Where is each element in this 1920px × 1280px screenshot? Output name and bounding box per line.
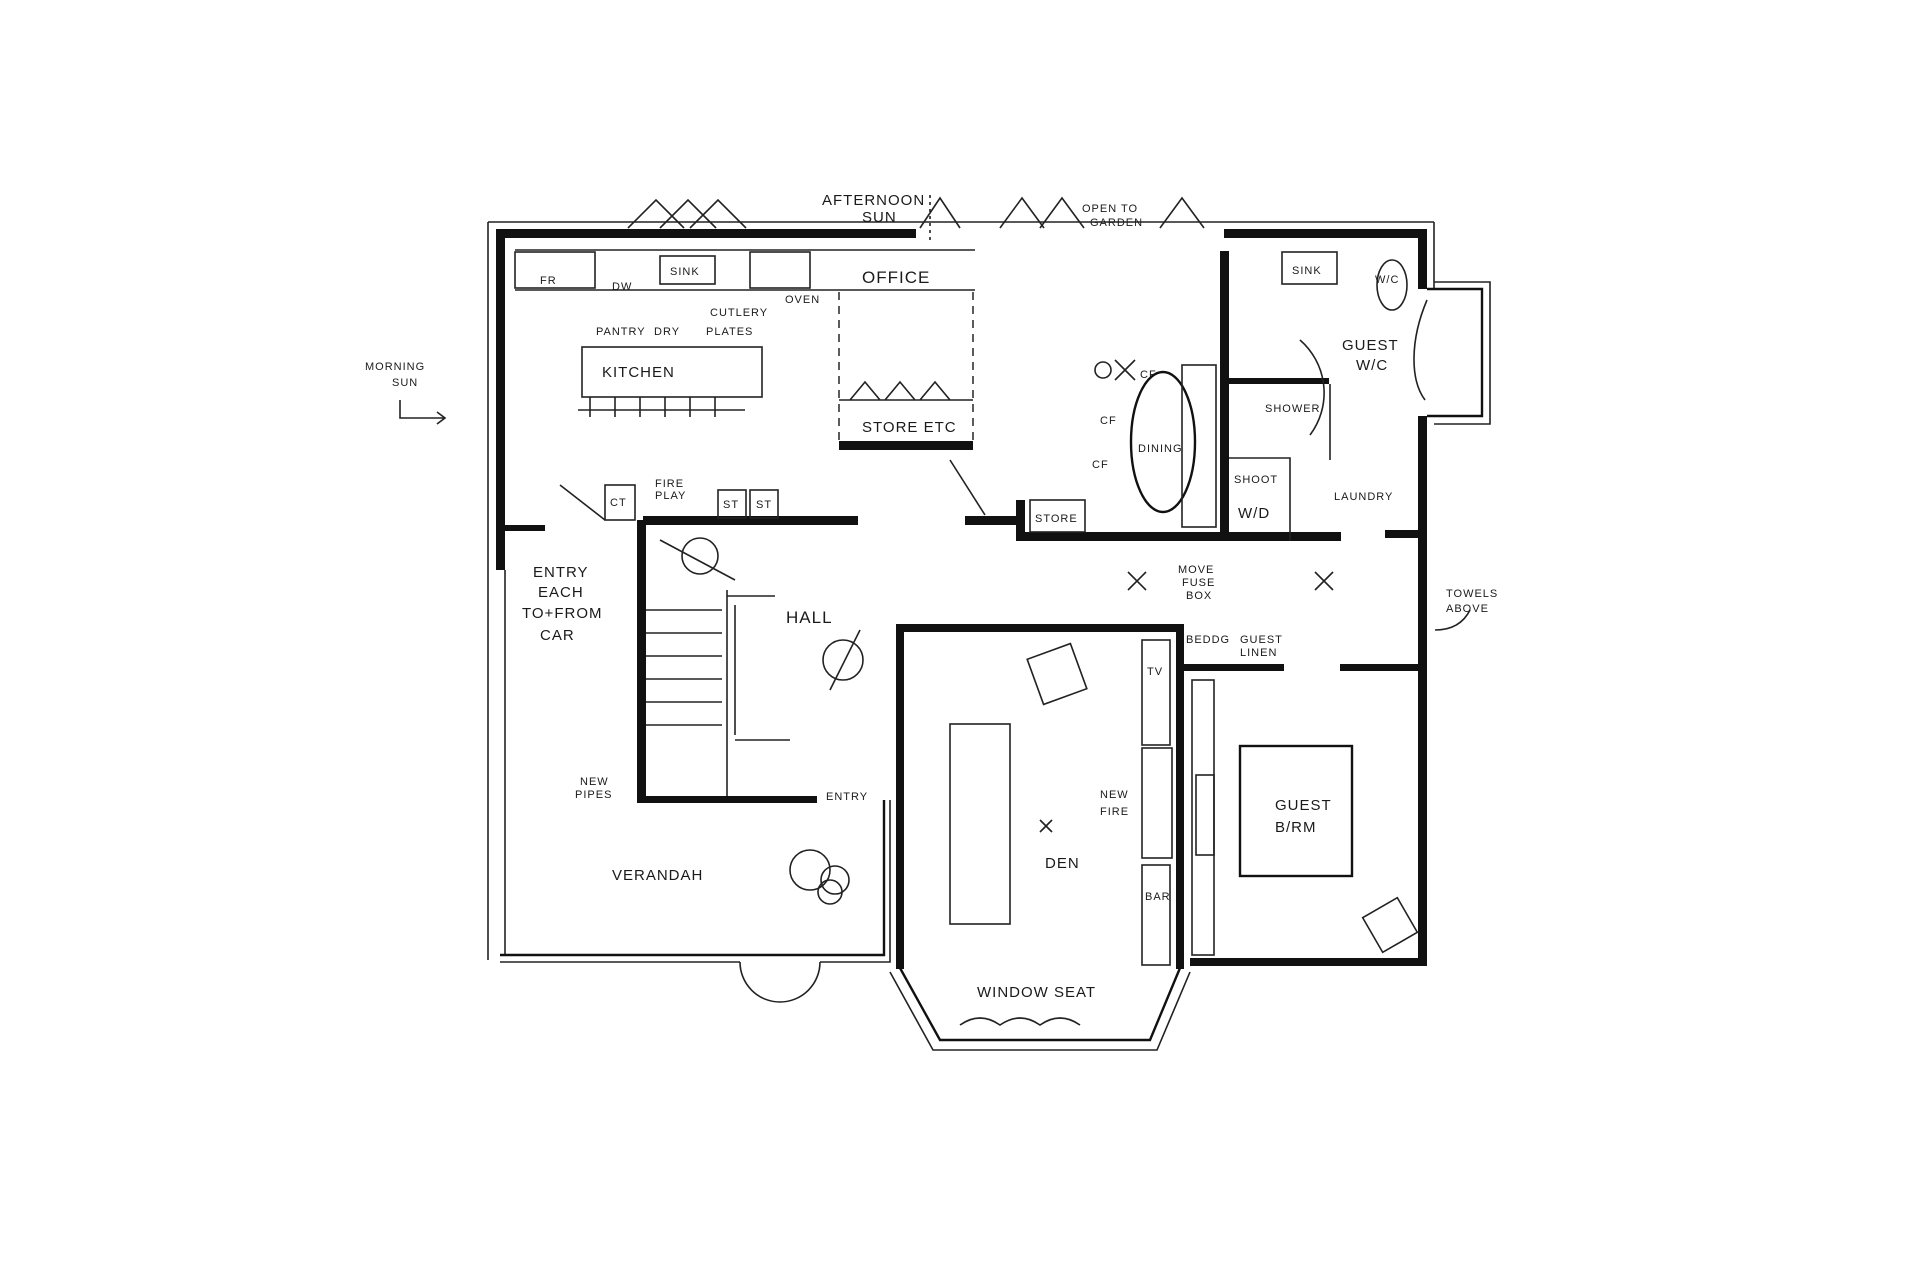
room-label-window-seat: WINDOW SEAT <box>977 984 1096 1001</box>
dining-furniture <box>1029 361 1217 533</box>
fixture-label-ct: CT <box>610 497 627 509</box>
entry-note-2: EACH <box>538 584 584 601</box>
entry-note-4: CAR <box>540 627 575 644</box>
open-to-garden-label-2: GARDEN <box>1090 217 1143 229</box>
fixture-label-cf-1: CF <box>1140 369 1157 381</box>
room-label-guest-linen: GUEST <box>1240 634 1283 646</box>
interior-walls <box>505 251 1427 1051</box>
fixture-label-wc-sink: SINK <box>1292 265 1322 277</box>
fixture-label-dry: DRY <box>654 326 680 338</box>
room-label-entry: ENTRY <box>826 791 868 803</box>
room-label-office: OFFICE <box>862 268 930 287</box>
room-label-guest-wc-2: W/C <box>1356 357 1388 374</box>
fixture-label-new-fire-2: FIRE <box>1100 806 1129 818</box>
fixture-label-bedding: BEDDG <box>1186 634 1230 646</box>
fixture-label-bar: BAR <box>1145 891 1171 903</box>
fixture-label-chute: SHOOT <box>1234 474 1278 486</box>
bathroom-fixtures <box>1281 251 1428 436</box>
room-label-store: STORE ETC <box>862 419 957 436</box>
fixture-label-oven: OVEN <box>785 294 820 306</box>
fixture-labels: FR DW SINK OVEN CUTLERY PANTRY DRY PLATE… <box>540 265 1399 903</box>
fixture-label-fire-play-2: PLAY <box>655 490 686 502</box>
entry-note-1: ENTRY <box>533 564 589 581</box>
fixture-label-cutlery: CUTLERY <box>710 307 768 319</box>
annotation-labels: AFTERNOON SUN OPEN TO GARDEN MORNING SUN… <box>365 192 1498 801</box>
fixture-label-tv: TV <box>1147 666 1163 678</box>
fixture-label-sink: SINK <box>670 266 700 278</box>
room-label-laundry: LAUNDRY <box>1334 491 1393 503</box>
staircase <box>646 537 864 796</box>
fixture-label-st-1: ST <box>723 499 739 511</box>
fixture-label-new-fire: NEW <box>1100 789 1129 801</box>
fixture-label-dishwasher: DW <box>612 281 632 293</box>
new-pipes-label-2: PIPES <box>575 789 612 801</box>
fixture-label-fridge: FR <box>540 275 557 287</box>
room-label-guest-linen-2: LINEN <box>1240 647 1277 659</box>
morning-sun-arrow-icon <box>399 400 447 425</box>
room-label-hall: HALL <box>786 608 833 627</box>
light-fixture-icons <box>789 359 1334 905</box>
room-label-shower: SHOWER <box>1265 403 1321 415</box>
room-label-den: DEN <box>1045 855 1080 872</box>
room-label-verandah: VERANDAH <box>612 867 703 884</box>
open-to-garden-label: OPEN TO <box>1082 203 1138 215</box>
fixture-label-plates: PLATES <box>706 326 753 338</box>
fixture-label-cf-3: CF <box>1092 459 1109 471</box>
room-label-guest-bedroom: GUEST <box>1275 797 1332 814</box>
room-label-dining: DINING <box>1138 443 1183 455</box>
fixture-label-pantry: PANTRY <box>596 326 646 338</box>
room-label-kitchen: KITCHEN <box>602 364 675 381</box>
morning-sun-label: MORNING <box>365 361 425 373</box>
entry-note-3: TO+FROM <box>522 605 602 622</box>
towels-above-label: TOWELS <box>1446 588 1498 600</box>
move-fuse-box-label-3: BOX <box>1186 590 1212 602</box>
exterior-walls <box>487 221 1491 1003</box>
towels-leader-icon <box>1434 609 1471 631</box>
afternoon-sun-label: AFTERNOON <box>822 192 925 209</box>
morning-sun-label-2: SUN <box>392 377 418 389</box>
den-furniture <box>949 639 1173 1026</box>
fixture-label-cf-2: CF <box>1100 415 1117 427</box>
fixture-label-wc: W/C <box>1375 274 1399 286</box>
new-pipes-label: NEW <box>580 776 609 788</box>
move-fuse-box-label: MOVE <box>1178 564 1214 576</box>
top-windows <box>627 195 1205 240</box>
room-labels: KITCHEN OFFICE STORE ETC DINING GUEST W/… <box>602 268 1399 1001</box>
move-fuse-box-label-2: FUSE <box>1182 577 1215 589</box>
kitchen-fixtures <box>514 249 986 521</box>
fixture-label-fire-play: FIRE <box>655 478 684 490</box>
fixture-label-st-2: ST <box>756 499 772 511</box>
towels-above-label-2: ABOVE <box>1446 603 1489 615</box>
fixture-label-washer-dryer: W/D <box>1238 505 1270 522</box>
room-label-guest-bedroom-2: B/RM <box>1275 819 1317 836</box>
fixture-label-store: STORE <box>1035 513 1078 525</box>
guest-bedroom-furniture <box>1191 679 1419 956</box>
room-label-guest-wc: GUEST <box>1342 337 1399 354</box>
afternoon-sun-label-2: SUN <box>862 209 897 226</box>
